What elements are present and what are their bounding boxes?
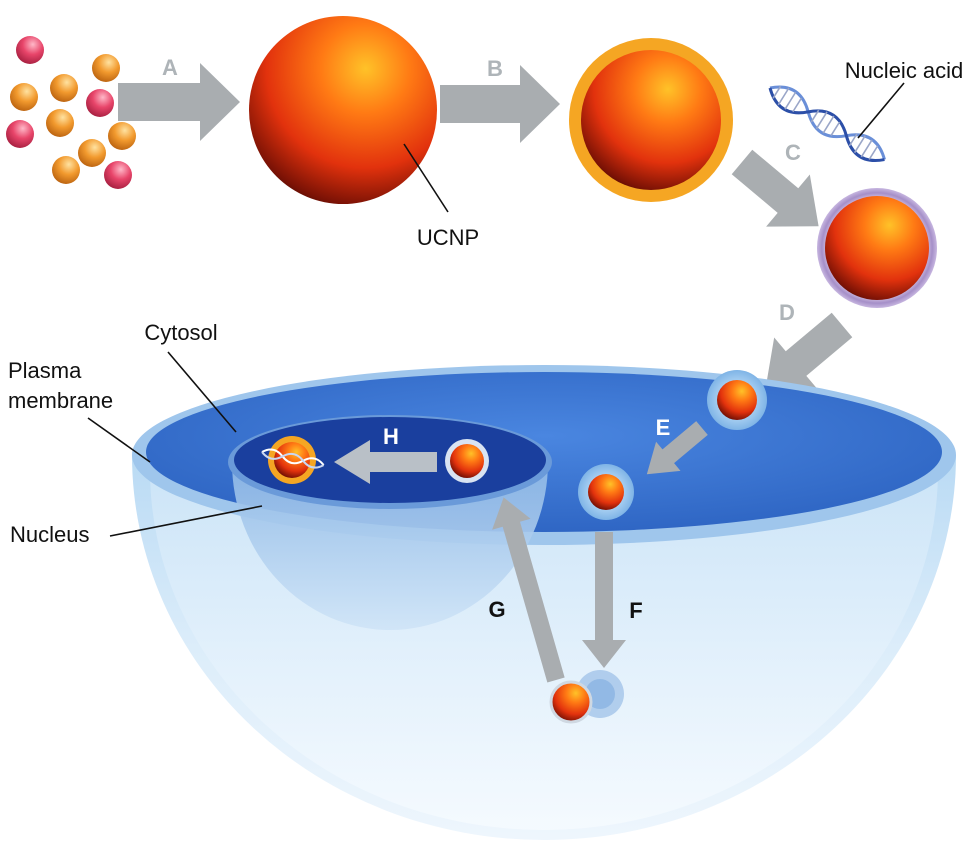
nucleic-acid-leader-line <box>857 82 905 139</box>
nuclear-entry-ucnp <box>450 444 484 478</box>
precursor-particle <box>104 161 132 189</box>
cell <box>132 365 956 840</box>
plasma-membrane-label-line2: membrane <box>8 388 113 413</box>
dna-helix-icon-small <box>261 448 325 469</box>
step-label-c: C <box>785 140 801 165</box>
ucnp-leader-line <box>403 143 449 213</box>
cytosol-label: Cytosol <box>144 320 217 345</box>
step-label-a: A <box>162 55 178 80</box>
precursor-particle <box>86 89 114 117</box>
released-ucnp <box>549 680 593 724</box>
precursor-particle <box>16 36 44 64</box>
nucleus-label: Nucleus <box>10 522 89 547</box>
precursor-particle <box>6 120 34 148</box>
precursor-particle <box>78 139 106 167</box>
arrow-h <box>334 440 437 484</box>
precursor-particle <box>50 74 78 102</box>
arrow-b <box>440 65 560 143</box>
arrow-f <box>582 532 626 668</box>
arrow-a <box>118 63 240 141</box>
precursor-particle <box>52 156 80 184</box>
dna-helix-icon <box>768 85 886 162</box>
precursor-particle <box>92 54 120 82</box>
coated-ucnp-core <box>581 50 721 190</box>
step-label-g: G <box>488 597 505 622</box>
step-label-d: D <box>779 300 795 325</box>
step-label-f: F <box>629 598 642 623</box>
membrane-bound-ucnp <box>717 380 757 420</box>
plasma-membrane-leader-line <box>87 417 151 463</box>
step-label-h: H <box>383 424 399 449</box>
arrow-c <box>731 149 819 227</box>
step-label-b: B <box>487 56 503 81</box>
nucleus-leader-line <box>109 505 263 537</box>
nuclear-payload-ucnp <box>274 442 310 478</box>
step-label-e: E <box>656 415 671 440</box>
ucnp-label: UCNP <box>417 225 479 250</box>
endosome-ucnp <box>588 474 624 510</box>
cytosol-leader-line <box>167 351 237 433</box>
precursor-particle <box>46 109 74 137</box>
arrow-e <box>646 421 708 475</box>
precursor-particles <box>6 36 136 189</box>
arrow-d <box>765 312 853 390</box>
nucleus-bowl <box>232 462 548 630</box>
coated-complex-core <box>825 196 929 300</box>
plasma-membrane-label-line1: Plasma <box>8 358 82 383</box>
nucleic-acid-label: Nucleic acid <box>845 58 964 83</box>
ucnp-particle <box>249 16 437 204</box>
arrow-g <box>492 497 565 683</box>
endosome-remnant-core <box>585 679 615 709</box>
precursor-particle <box>10 83 38 111</box>
precursor-particle <box>108 122 136 150</box>
